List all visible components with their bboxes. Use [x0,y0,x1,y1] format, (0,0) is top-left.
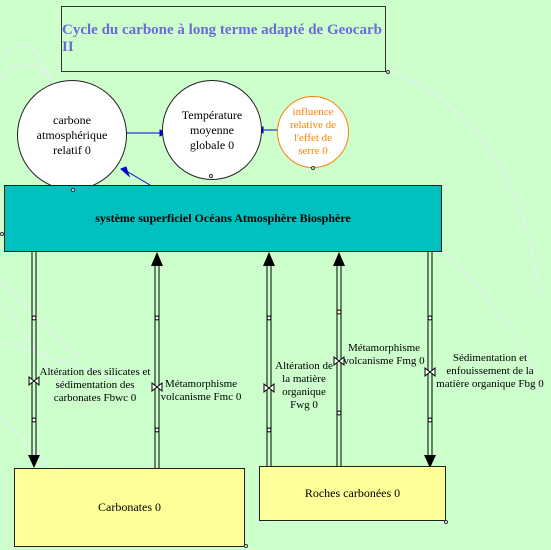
flow-fbwc-text: Altération des silicates et sédimentatio… [39,366,151,404]
flow-valves [28,355,436,394]
pipe-handles [31,309,433,433]
flow-label-fmg: Métamorphisme volcanisme Fmg 0 [340,342,428,368]
flow-arrowheads [28,252,436,468]
flow-fwg-text: Altération de la matière organique Fwg 0 [275,360,333,411]
node-temperature-label: Température moyenne globale 0 [181,107,243,152]
flow-pipes [31,252,433,468]
stock-carbonates-label: Carbonates 0 [98,500,161,514]
roches-handle[interactable] [444,520,448,524]
node-carbone-atmospherique-label: carbone atmosphérique relatif 0 [36,112,108,157]
diagram-title-box: Cycle du carbone à long terme adapté de … [61,6,386,72]
flow-fbg-text: Sédimentation et enfouissement de la mat… [436,352,544,390]
flow-label-fmc: Métamorphisme volcanisme Fmc 0 [160,378,242,404]
stock-roches-carbonees[interactable]: Roches carbonées 0 [259,466,446,521]
node-temperature[interactable]: Température moyenne globale 0 [162,80,262,180]
flow-fmc-text: Métamorphisme volcanisme Fmc 0 [160,378,242,403]
carbonates-handle[interactable] [244,544,248,548]
co2-handle[interactable] [71,188,75,192]
background-curves [0,43,546,481]
flow-label-fbwc: Altération des silicates et sédimentatio… [35,366,155,405]
node-influence-label: influence relative de l'effet de serre 0 [289,106,337,157]
surface-system-box[interactable]: système superficiel Océans Atmosphère Bi… [4,185,442,252]
diagram-title: Cycle du carbone à long terme adapté de … [62,22,382,55]
flow-fmg-text: Métamorphisme volcanisme Fmg 0 [343,342,425,367]
node-influence-effet-de-serre[interactable]: influence relative de l'effet de serre 0 [277,96,349,168]
node-carbone-atmospherique[interactable]: carbone atmosphérique relatif 0 [17,80,127,190]
surface-system-label: système superficiel Océans Atmosphère Bi… [95,211,351,225]
influence-handle[interactable] [311,166,315,170]
surface-handle[interactable] [0,232,4,236]
stock-carbonates[interactable]: Carbonates 0 [14,468,245,547]
flow-label-fbg: Sédimentation et enfouissement de la mat… [436,352,544,391]
title-resize-handle[interactable] [386,70,390,74]
flow-label-fwg: Altération de la matière organique Fwg 0 [272,360,336,412]
temp-handle[interactable] [209,174,213,178]
stock-roches-label: Roches carbonées 0 [304,486,401,500]
